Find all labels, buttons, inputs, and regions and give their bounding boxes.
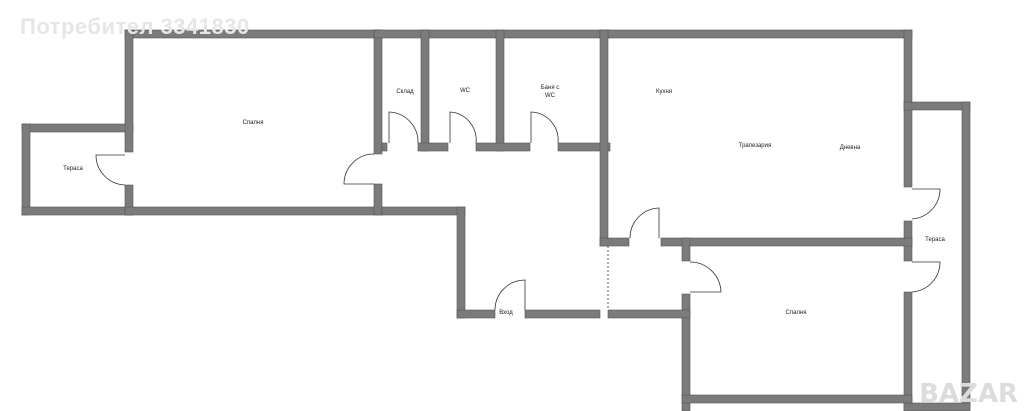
room-label-entrance: Вход [499, 310, 513, 316]
door-bedroom-1 [343, 153, 375, 185]
room-label-living: Дневна [839, 145, 861, 151]
room-label-storage: Склад [396, 89, 414, 95]
room-label-bathroom-line1: Баня с [540, 85, 560, 91]
room-label-bathroom: Баня с WC [541, 84, 560, 100]
utility-rooms-walls [373, 29, 611, 152]
corridor-walls [381, 206, 691, 319]
room-label-kitchen: Кухня [655, 89, 673, 95]
door-terrace-living [911, 188, 941, 220]
living-area-walls [599, 29, 913, 411]
door-kitchen [629, 207, 660, 239]
room-label-bathroom-line2: WC [544, 93, 555, 99]
door-wc [449, 111, 477, 144]
terrace-right-walls [903, 101, 971, 411]
doors [95, 111, 941, 311]
bedroom-2-walls [681, 237, 913, 411]
room-label-terrace-right: Тераса [925, 237, 945, 243]
bedroom-1-walls [124, 29, 383, 216]
door-bedroom-2 [689, 261, 722, 293]
room-label-bedroom-2: Спалня [785, 310, 807, 316]
door-terrace-bedroom [911, 261, 941, 293]
room-label-terrace-left: Тераса [63, 166, 83, 172]
door-entrance [494, 279, 526, 311]
room-label-dining: Трапезария [738, 143, 772, 149]
room-label-wc: WC [460, 88, 470, 94]
door-bathroom [530, 111, 559, 144]
room-label-bedroom-1: Спалня [242, 120, 264, 126]
door-storage [388, 111, 419, 144]
user-watermark: Потребител 3341830 [20, 14, 250, 39]
brand-watermark: BAZAR [919, 379, 1018, 409]
door-terrace-left [95, 154, 126, 186]
